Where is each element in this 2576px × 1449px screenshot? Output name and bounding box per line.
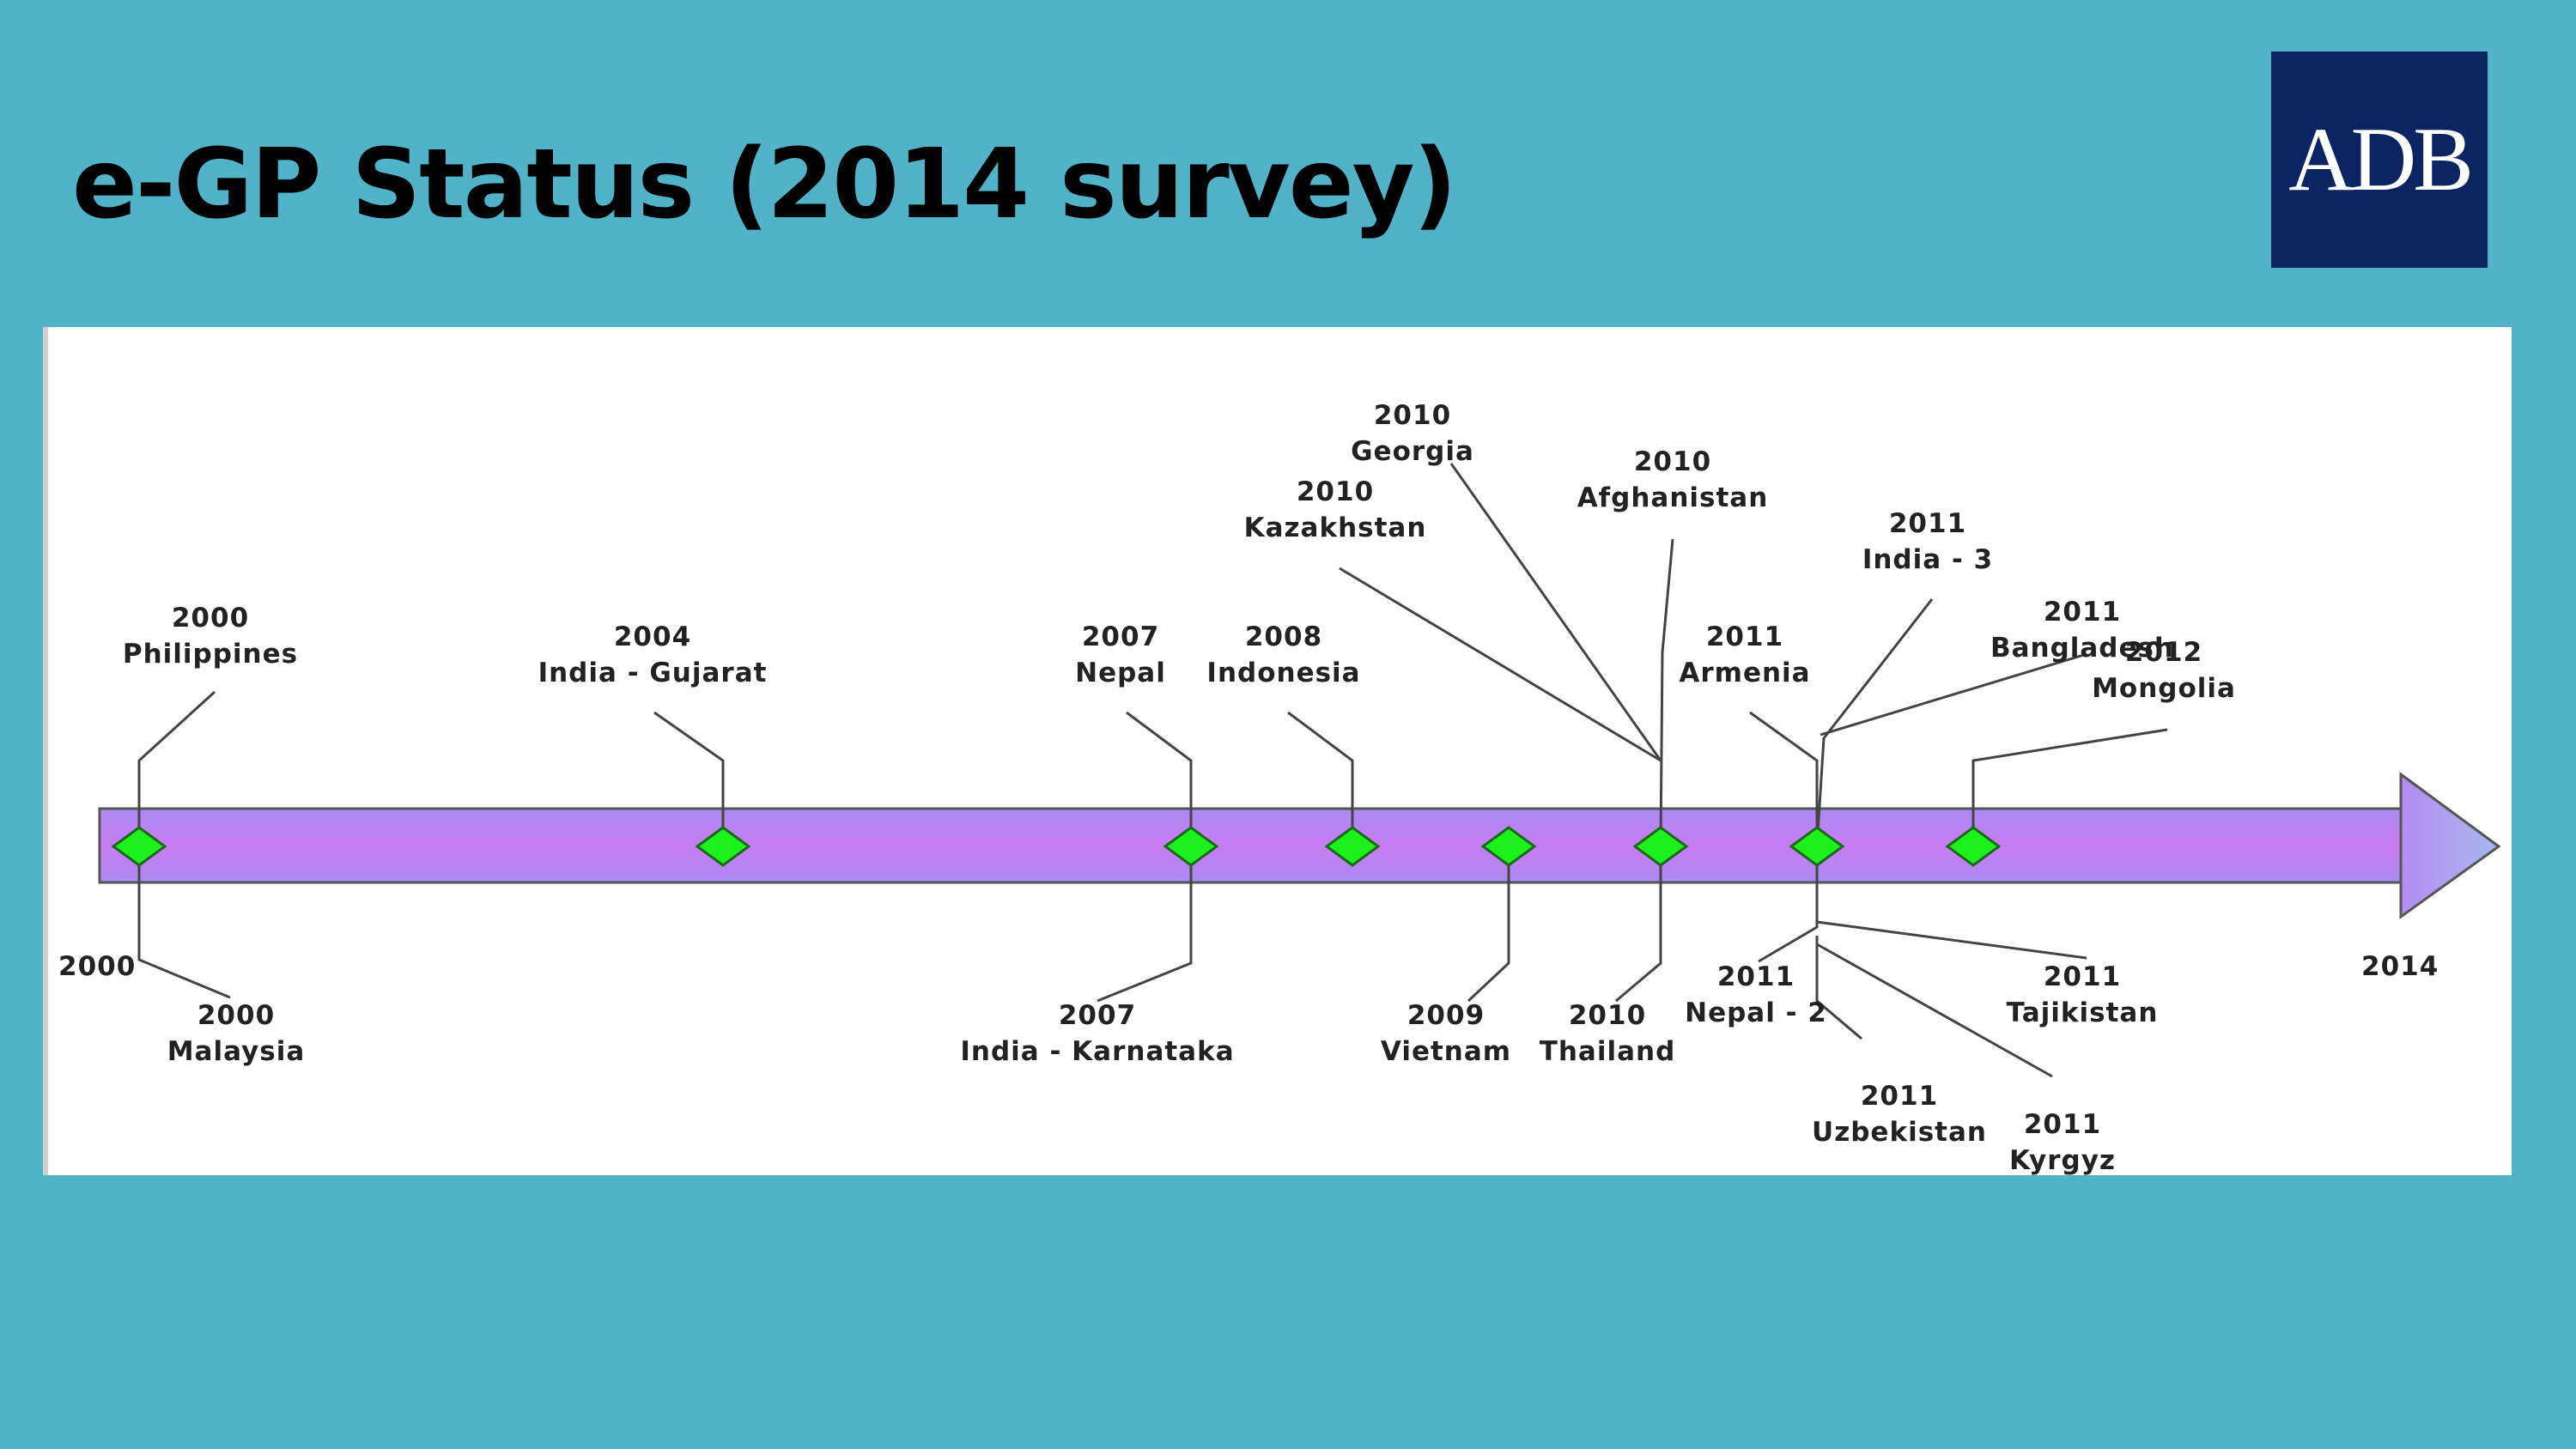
event-year: 2010 (1374, 400, 1451, 431)
timeline-arrow-shaft (98, 807, 2403, 884)
event-marker (1480, 826, 1537, 867)
event-markers (111, 826, 2002, 867)
event-country: India - Gujarat (538, 658, 768, 688)
event-year: 2000 (172, 603, 249, 634)
event-marker (111, 826, 167, 867)
event-country: Malaysia (167, 1036, 306, 1067)
connector-line (1815, 598, 1934, 847)
connector-line (1467, 846, 1510, 1003)
connector-lines (137, 463, 2168, 1078)
connector-line (1758, 846, 1819, 963)
timeline-start-label: 2000 (58, 951, 136, 982)
connector-line (137, 690, 216, 846)
event-year: 2011 (1717, 961, 1795, 992)
event-year: 2007 (1082, 621, 1159, 652)
event-year: 2012 (2125, 637, 2202, 668)
event-year: 2010 (1297, 476, 1374, 507)
connector-line (1097, 846, 1193, 1003)
event-year: 2004 (614, 621, 691, 652)
connector-line (1749, 711, 1819, 846)
event-year: 2011 (2044, 597, 2121, 627)
event-year: 2011 (2044, 961, 2121, 992)
event-year: 2011 (1706, 621, 1783, 652)
panel-edge (43, 327, 48, 1175)
event-year: 2000 (197, 1000, 275, 1031)
event-marker (1789, 826, 1845, 867)
event-marker (1945, 826, 2002, 867)
event-country: India - 3 (1862, 544, 1993, 575)
logo-text: ADB (2288, 109, 2474, 209)
connector-line (1820, 652, 2087, 737)
adb-logo: ADB (2271, 52, 2488, 268)
event-country: Armenia (1679, 658, 1810, 688)
timeline-end-label: 2014 (2361, 951, 2439, 982)
page-title: e-GP Status (2014 survey) (72, 129, 1457, 240)
connector-line (1339, 567, 1662, 762)
event-country: Georgia (1351, 436, 1474, 467)
event-year: 2008 (1245, 621, 1322, 652)
event-year: 2011 (1889, 508, 1966, 539)
event-year: 2011 (2024, 1109, 2101, 1140)
event-country: Mongolia (2092, 673, 2236, 704)
event-country: Afghanistan (1577, 482, 1769, 513)
event-year: 2009 (1407, 1000, 1485, 1031)
connector-line (1615, 846, 1662, 1003)
connector-line (1449, 463, 1662, 761)
event-country: Indonesia (1206, 658, 1360, 688)
connector-line (1659, 538, 1674, 847)
event-country: Tajikistan (2007, 997, 2159, 1028)
event-country: Uzbekistan (1812, 1117, 1987, 1148)
event-country: Vietnam (1381, 1036, 1511, 1067)
event-marker (1324, 826, 1381, 867)
event-country: Thailand (1540, 1036, 1676, 1067)
event-country: Philippines (123, 639, 298, 670)
timeline-panel (43, 327, 2512, 1175)
event-marker (1163, 826, 1219, 867)
event-country: Kazakhstan (1244, 512, 1427, 543)
event-marker (695, 826, 751, 867)
event-country: Nepal (1075, 658, 1166, 688)
connector-line (1816, 943, 2053, 1078)
event-year: 2007 (1059, 1000, 1136, 1031)
connector-line (653, 711, 725, 846)
event-country: Nepal - 2 (1685, 997, 1827, 1028)
event-marker (1632, 826, 1689, 867)
connector-line (1971, 728, 2168, 846)
timeline-arrow-head (2399, 772, 2501, 919)
event-country: India - Karnataka (960, 1036, 1234, 1067)
connector-line (1287, 711, 1354, 846)
connector-line (1126, 711, 1193, 846)
connector-line (137, 846, 231, 999)
event-country: Kyrgyz (2009, 1145, 2116, 1176)
event-year: 2010 (1569, 1000, 1646, 1031)
event-year: 2010 (1634, 446, 1711, 477)
connector-line (1816, 920, 2087, 960)
connector-line (1815, 936, 1862, 1040)
event-country: Bangladesh (1990, 633, 2174, 664)
event-year: 2011 (1861, 1081, 1938, 1112)
